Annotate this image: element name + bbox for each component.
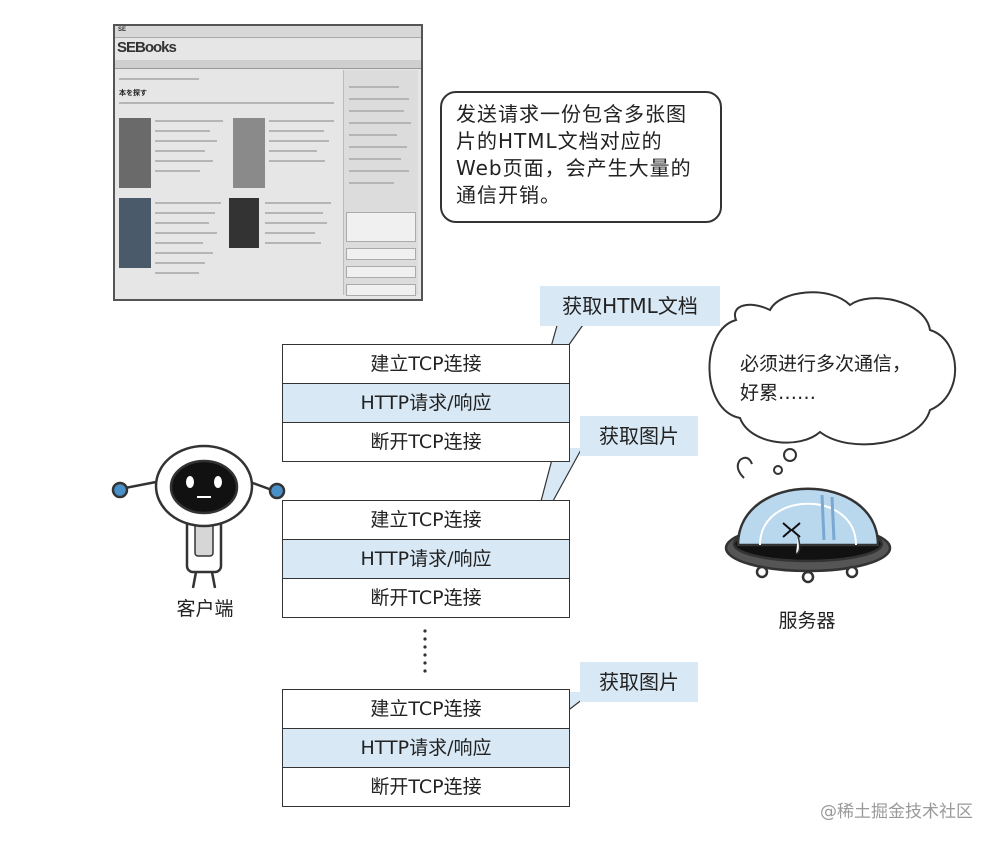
book-cover-2 [233,118,265,188]
sidebar-line [349,86,399,88]
stack-row-disconnect: 断开TCP连接 [370,431,482,453]
thought-bubble [708,291,957,475]
stack-row-http: HTTP请求/响应 [283,539,569,579]
listing-line [265,222,327,224]
stack-row-disconnect: 断开TCP连接 [370,587,482,609]
tcp-stack-2: 建立TCP连接 HTTP请求/响应 断开TCP连接 [282,500,570,618]
site-filter-line [119,102,334,104]
listing-line [265,212,323,214]
listing-line [155,202,221,204]
sidebar-line [349,170,409,172]
stack-row-connect: 建立TCP连接 [370,353,482,375]
tcp-stack-1: 建立TCP连接 HTTP请求/响应 断开TCP连接 [282,344,570,462]
sidebar-line [349,134,397,136]
book-cover-1 [119,118,151,188]
client-robot-icon [111,444,286,589]
note-line-3: Web页面，会产生大量的 [456,156,692,180]
site-page-heading: 本を探す [119,90,147,97]
server-label: 服务器 [778,610,836,632]
listing-line [269,150,317,152]
listing-line [155,242,203,244]
listing-line [155,130,210,132]
note-line-1: 发送请求一份包含多张图 [456,102,687,126]
sidebar-box [346,266,416,278]
site-top-strip: SE [115,26,421,38]
stack-row-disconnect: 断开TCP连接 [370,776,482,798]
listing-line [269,120,334,122]
listing-line [155,140,217,142]
site-small-logo: SE [118,27,127,33]
note-line-2: 片的HTML文档对应的 [456,129,663,153]
book-cover-3 [119,198,151,268]
sidebar-line [349,122,411,124]
listing-line [269,140,329,142]
thought-line-1: 必须进行多次通信， [740,353,912,375]
callout-get-image-2: 获取图片 [580,662,698,702]
listing-line [155,150,205,152]
listing-line [269,130,324,132]
watermark: @稀土掘金技术社区 [820,802,973,822]
listing-line [155,170,200,172]
listing-line [155,160,213,162]
stack-row-connect: 建立TCP连接 [370,698,482,720]
note-line-4: 通信开销。 [456,183,561,207]
sidebar-box [346,248,416,260]
sidebar-box [346,212,416,242]
listing-line [155,232,217,234]
stack-row-http: HTTP请求/响应 [283,383,569,423]
note-speech-bubble [440,91,722,223]
stack-row-http: HTTP请求/响应 [283,728,569,768]
listing-line [155,272,199,274]
listing-line [155,252,213,254]
listing-line [155,212,215,214]
callout-get-image-1: 获取图片 [580,416,698,456]
server-robot-icon [724,456,892,584]
ellipsis-dots [423,629,427,673]
book-cover-4 [229,198,259,248]
sidebar-line [349,146,407,148]
website-thumbnail: SE SEBooks 本を探す [113,24,423,301]
client-label: 客户端 [176,598,234,620]
site-breadcrumb [119,78,199,80]
listing-line [265,202,331,204]
listing-line [265,232,315,234]
site-logo: SEBooks [117,39,177,56]
stack-row-connect: 建立TCP连接 [370,509,482,531]
listing-line [155,222,209,224]
sidebar-box [346,284,416,296]
sidebar-line [349,110,404,112]
thought-line-2: 好累…… [740,382,817,404]
site-nav-bar [115,60,421,69]
sidebar-line [349,98,409,100]
listing-line [155,120,223,122]
listing-line [269,160,325,162]
listing-line [155,262,205,264]
listing-line [265,242,321,244]
callout-get-html: 获取HTML文档 [540,286,720,326]
sidebar-line [349,158,401,160]
sidebar-line [349,182,394,184]
note-text: 发送请求一份包含多张图 片的HTML文档对应的 Web页面，会产生大量的 通信开… [456,101,710,209]
thought-text: 必须进行多次通信， 好累…… [740,350,911,408]
tcp-stack-3: 建立TCP连接 HTTP请求/响应 断开TCP连接 [282,689,570,807]
